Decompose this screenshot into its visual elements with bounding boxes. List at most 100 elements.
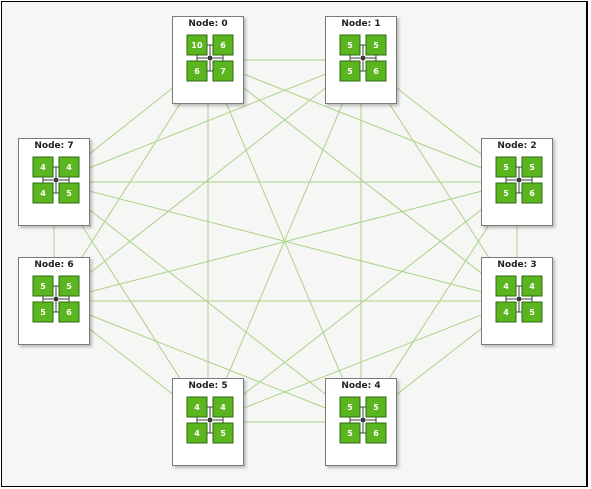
core-cell[interactable]: 6: [212, 34, 234, 56]
core-cell[interactable]: 4: [521, 275, 543, 297]
cell-value: 4: [194, 403, 200, 412]
cell-box: [521, 156, 543, 178]
cell-box: [58, 275, 80, 297]
cell-value: 6: [529, 189, 535, 198]
cell-value: 6: [220, 41, 226, 50]
cell-box: [365, 396, 387, 418]
core-cell[interactable]: 5: [521, 156, 543, 178]
node-title: Node: 0: [188, 19, 228, 29]
cell-value: 5: [347, 403, 353, 412]
cell-value: 5: [503, 189, 509, 198]
cell-box: [365, 60, 387, 82]
node-title: Node: 4: [341, 381, 381, 391]
cell-value: 5: [347, 67, 353, 76]
link-1-7: [53, 59, 362, 183]
cell-box: [212, 396, 234, 418]
core-cell[interactable]: 5: [339, 422, 361, 444]
cell-value: 5: [40, 282, 46, 291]
cell-box: [495, 275, 517, 297]
cell-value: 4: [40, 163, 46, 172]
link-4-6: [53, 300, 362, 423]
cell-box: [32, 182, 54, 204]
core-grid: 5 5 5 6: [32, 275, 80, 323]
cell-box: [495, 301, 517, 323]
core-cell[interactable]: 5: [32, 275, 54, 297]
node-title: Node: 2: [497, 141, 537, 151]
cell-value: 6: [373, 429, 379, 438]
core-cell[interactable]: 4: [495, 301, 517, 323]
cell-value: 5: [347, 41, 353, 50]
cell-value: 10: [191, 41, 203, 50]
node-6[interactable]: Node: 6 5 5 5 6: [18, 257, 90, 345]
core-cell[interactable]: 4: [32, 182, 54, 204]
cell-value: 5: [40, 308, 46, 317]
core-cell[interactable]: 5: [58, 182, 80, 204]
core-cell[interactable]: 4: [212, 396, 234, 418]
core-cell[interactable]: 5: [521, 301, 543, 323]
cell-box: [58, 301, 80, 323]
connector-hub: [54, 297, 58, 301]
cell-box: [58, 182, 80, 204]
cell-box: [495, 182, 517, 204]
node-title: Node: 6: [34, 260, 74, 270]
core-cell[interactable]: 5: [495, 182, 517, 204]
cell-box: [212, 422, 234, 444]
cell-value: 5: [66, 189, 72, 198]
node-1[interactable]: Node: 1 5 5 5 6: [325, 16, 397, 104]
cell-value: 4: [503, 282, 509, 291]
cell-value: 4: [503, 308, 509, 317]
node-title: Node: 1: [341, 19, 381, 29]
cell-value: 5: [66, 282, 72, 291]
core-cell[interactable]: 5: [212, 422, 234, 444]
cell-box: [186, 422, 208, 444]
core-cell[interactable]: 5: [58, 275, 80, 297]
cell-value: 4: [40, 189, 46, 198]
core-cell[interactable]: 4: [32, 156, 54, 178]
core-cell[interactable]: 5: [32, 301, 54, 323]
cell-value: 5: [529, 308, 535, 317]
cell-box: [186, 396, 208, 418]
core-cell[interactable]: 5: [495, 156, 517, 178]
cell-value: 4: [529, 282, 535, 291]
core-cell[interactable]: 4: [495, 275, 517, 297]
cell-box: [365, 422, 387, 444]
core-cell[interactable]: 5: [365, 34, 387, 56]
core-cell[interactable]: 6: [365, 60, 387, 82]
core-cell[interactable]: 5: [365, 396, 387, 418]
core-cell[interactable]: 6: [365, 422, 387, 444]
cell-box: [339, 60, 361, 82]
core-cell[interactable]: 6: [186, 60, 208, 82]
cell-box: [58, 156, 80, 178]
core-cell[interactable]: 6: [521, 182, 543, 204]
link-4-7: [53, 181, 362, 423]
core-cell[interactable]: 4: [186, 422, 208, 444]
connector-hub: [517, 178, 521, 182]
connector-hub: [517, 297, 521, 301]
core-cell[interactable]: 10: [186, 34, 208, 56]
cell-box: [495, 156, 517, 178]
cell-box: [186, 34, 208, 56]
core-cell[interactable]: 4: [186, 396, 208, 418]
cell-value: 5: [503, 163, 509, 172]
node-title: Node: 5: [188, 381, 228, 391]
core-cell[interactable]: 5: [339, 396, 361, 418]
core-cell[interactable]: 5: [339, 60, 361, 82]
core-cell[interactable]: 7: [212, 60, 234, 82]
node-2[interactable]: Node: 2 5 5 5 6: [481, 138, 553, 226]
cell-box: [521, 301, 543, 323]
link-3-7: [53, 181, 518, 302]
core-cell[interactable]: 5: [339, 34, 361, 56]
cell-value: 4: [220, 403, 226, 412]
core-cell[interactable]: 6: [58, 301, 80, 323]
core-grid: 5 5 5 6: [339, 34, 387, 82]
connector-hub: [361, 56, 365, 60]
cell-box: [365, 34, 387, 56]
core-cell[interactable]: 4: [58, 156, 80, 178]
